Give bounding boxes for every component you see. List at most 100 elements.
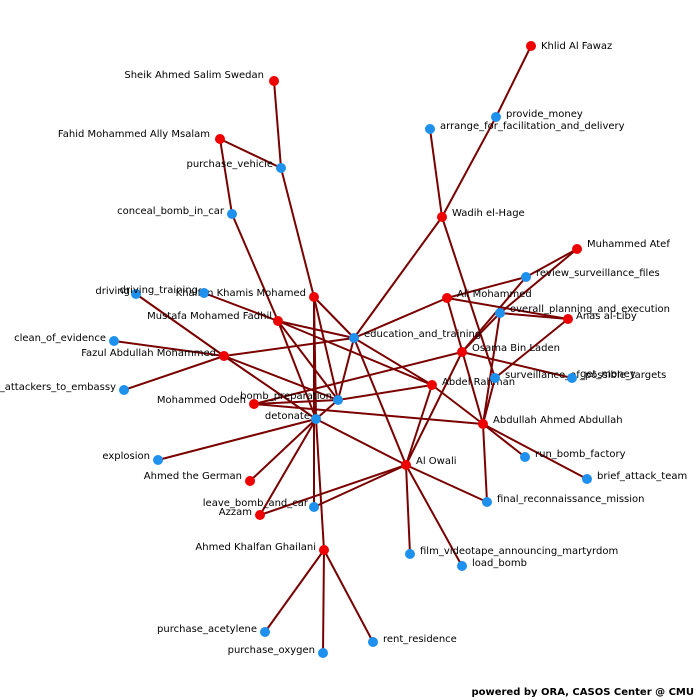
task-node-marker[interactable] — [309, 502, 319, 512]
node-fahid[interactable]: Fahid Mohammed Ally Msalam — [58, 129, 225, 144]
node-ahmedgerman[interactable]: Ahmed the German — [144, 471, 255, 486]
agent-node-marker[interactable] — [219, 351, 229, 361]
node-muhatef[interactable]: Muhammed Atef — [572, 239, 670, 254]
node-education[interactable]: education_and_training — [349, 329, 481, 343]
edge-alimoh-education — [353, 297, 448, 339]
node-brief[interactable]: brief_attack_team — [582, 471, 687, 484]
agent-node-marker[interactable] — [572, 244, 582, 254]
agent-node-marker[interactable] — [273, 316, 283, 326]
node-review[interactable]: review_surveillance_files — [521, 268, 660, 282]
node-oxygen[interactable]: purchase_oxygen — [228, 645, 328, 658]
node-overall[interactable]: overall_planning_and_execution — [495, 304, 670, 318]
node-khalfankhamis[interactable]: Khalfan Khamis Mohamed — [176, 288, 319, 302]
node-azzam[interactable]: Azzam — [219, 507, 265, 520]
node-load-bomb[interactable]: load_bomb — [457, 558, 527, 571]
node-fazul[interactable]: Fazul Abdullah Mohammed — [81, 348, 229, 361]
agent-node-marker[interactable] — [563, 314, 573, 324]
edge-alimoh-anas — [446, 297, 569, 320]
node-clean[interactable]: clean_of_evidence — [14, 333, 119, 346]
task-node-marker[interactable] — [425, 124, 435, 134]
node-anas[interactable]: Anas al-Liby — [563, 311, 637, 324]
edge-khalfankhamis-education — [313, 296, 355, 339]
node-abdullahahmed[interactable]: Abdullah Ahmed Abdullah — [478, 415, 623, 429]
agent-node-marker[interactable] — [269, 76, 279, 86]
node-film[interactable]: film_videotape_announcing_martyrdom — [405, 546, 618, 559]
task-node-marker[interactable] — [311, 414, 321, 424]
task-node-marker[interactable] — [119, 385, 129, 395]
agent-node-marker[interactable] — [249, 399, 259, 409]
node-explosion[interactable]: explosion — [102, 451, 163, 465]
task-node-marker[interactable] — [333, 395, 343, 405]
node-purchase-vehicle[interactable]: purchase_vehicle — [186, 159, 286, 173]
agent-node-marker[interactable] — [319, 545, 329, 555]
node-leave-bomb[interactable]: leave_bomb_and_car — [203, 498, 319, 512]
agent-node-marker[interactable] — [442, 293, 452, 303]
agent-node-marker[interactable] — [457, 347, 467, 357]
task-node-marker[interactable] — [227, 209, 237, 219]
node-label: Fahid Mohammed Ally Msalam — [58, 129, 210, 140]
agent-node-marker[interactable] — [526, 41, 536, 51]
node-khlid[interactable]: Khlid Al Fawaz — [526, 41, 612, 52]
edge-alowali-leave_bomb — [313, 464, 407, 508]
task-node-marker[interactable] — [199, 288, 209, 298]
task-node-marker[interactable] — [521, 272, 531, 282]
node-label: run_bomb_factory — [535, 449, 626, 460]
task-node-marker[interactable] — [490, 373, 500, 383]
node-osama[interactable]: Osama Bin Laden — [457, 343, 560, 357]
node-driving[interactable]: driving — [95, 286, 141, 299]
node-detonate[interactable]: detonate — [265, 411, 321, 424]
node-arrange[interactable]: arrange_for_facilitation_and_delivery — [425, 121, 625, 134]
task-node-marker[interactable] — [567, 373, 577, 383]
node-run-factory[interactable]: run_bomb_factory — [520, 449, 626, 462]
agent-node-marker[interactable] — [255, 510, 265, 520]
task-node-marker[interactable] — [368, 637, 378, 647]
agent-node-marker[interactable] — [309, 292, 319, 302]
node-final-recon[interactable]: final_reconnaissance_mission — [482, 494, 645, 507]
agent-node-marker[interactable] — [478, 419, 488, 429]
task-node-marker[interactable] — [495, 308, 505, 318]
edge-alowali-final_recon — [405, 464, 488, 503]
node-attackers[interactable]: take_attackers_to_embassy — [0, 382, 129, 395]
node-ghailani[interactable]: Ahmed Khalfan Ghailani — [195, 542, 329, 555]
node-conceal[interactable]: conceal_bomb_in_car — [117, 206, 237, 219]
task-node-marker[interactable] — [582, 474, 592, 484]
task-node-marker[interactable] — [276, 163, 286, 173]
edge-abdelrahman-bomb_prep — [337, 384, 433, 401]
node-label: clean_of_evidence — [14, 333, 106, 344]
node-alimoh[interactable]: Ali Mohammed — [442, 289, 532, 303]
task-node-marker[interactable] — [109, 336, 119, 346]
node-get-money[interactable]: get_money — [567, 369, 636, 383]
node-alowali[interactable]: Al Owali — [401, 456, 457, 470]
node-wadih[interactable]: Wadih el-Hage — [437, 208, 525, 222]
task-node-marker[interactable] — [482, 497, 492, 507]
node-driving-training[interactable]: driving_training — [120, 285, 209, 298]
node-surveillance[interactable]: surveillance_of_possible_targets — [490, 370, 666, 383]
node-label: overall_planning_and_execution — [510, 304, 670, 315]
node-label: bomb_preparation — [240, 391, 332, 402]
node-bomb-prep[interactable]: bomb_preparation — [240, 391, 343, 405]
agent-node-marker[interactable] — [401, 460, 411, 470]
node-acetylene[interactable]: purchase_acetylene — [157, 624, 270, 637]
node-abdelrahman[interactable]: Abdel Rahman — [427, 377, 515, 390]
task-node-marker[interactable] — [491, 112, 501, 122]
edge-detonate-alowali — [315, 418, 407, 466]
task-node-marker[interactable] — [260, 627, 270, 637]
agent-node-marker[interactable] — [245, 476, 255, 486]
node-mustafa[interactable]: Mustafa Mohamed Fadhil — [147, 311, 283, 326]
edge-review-alimoh — [446, 276, 527, 299]
agent-node-marker[interactable] — [437, 212, 447, 222]
node-rent[interactable]: rent_residence — [368, 634, 457, 647]
edge-education-bomb_prep — [337, 337, 355, 401]
task-node-marker[interactable] — [520, 452, 530, 462]
task-node-marker[interactable] — [153, 455, 163, 465]
task-node-marker[interactable] — [131, 289, 141, 299]
task-node-marker[interactable] — [318, 648, 328, 658]
agent-node-marker[interactable] — [215, 134, 225, 144]
node-sheik[interactable]: Sheik Ahmed Salim Swedan — [124, 70, 279, 86]
task-node-marker[interactable] — [349, 333, 359, 343]
node-provide-money[interactable]: provide_money — [491, 109, 583, 122]
agent-node-marker[interactable] — [427, 380, 437, 390]
task-node-marker[interactable] — [457, 561, 467, 571]
task-node-marker[interactable] — [405, 549, 415, 559]
node-odeh[interactable]: Mohammed Odeh — [157, 395, 259, 409]
